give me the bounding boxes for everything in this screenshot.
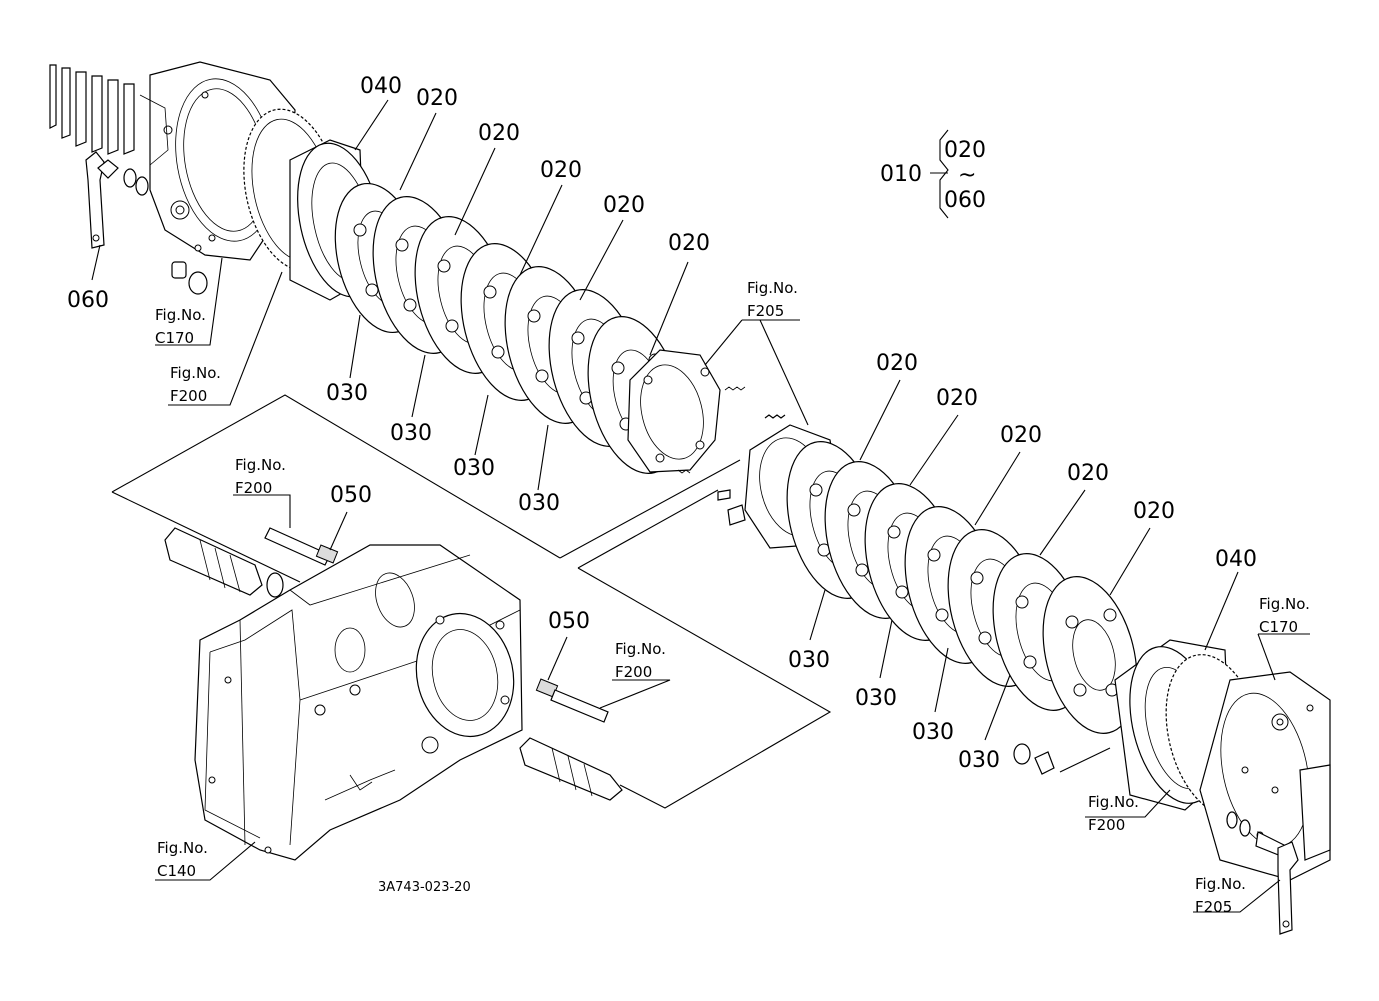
callout-050-a: 050: [330, 483, 372, 508]
svg-text:F200: F200: [170, 387, 207, 405]
lower-seal-bolt: [1013, 743, 1055, 775]
housing-seal-bolt: [171, 261, 208, 295]
assembly-range-start: 020: [944, 138, 986, 163]
callout-050-b: 050: [548, 609, 590, 634]
callout-020-u5: 020: [668, 231, 710, 256]
svg-text:Fig.No.: Fig.No.: [1088, 793, 1139, 811]
svg-text:Fig.No.: Fig.No.: [170, 364, 221, 382]
svg-text:Fig.No.: Fig.No.: [157, 839, 208, 857]
callout-030-l1: 030: [788, 648, 830, 673]
callout-030-u4: 030: [518, 491, 560, 516]
assembly-range-end: 060: [944, 188, 986, 213]
callout-020-u2: 020: [478, 121, 520, 146]
lower-disc-stack: [786, 441, 1138, 734]
svg-text:F200: F200: [1088, 816, 1125, 834]
assembly-parent: 010: [880, 162, 922, 187]
figref-f205-center: Fig.No. F205: [747, 279, 798, 320]
figref-c170-right: Fig.No. C170: [1259, 595, 1310, 636]
callout-030-l2: 030: [855, 686, 897, 711]
callout-040-upper: 040: [360, 74, 402, 99]
pin-050-upper: [264, 527, 339, 566]
callout-labels: 040 020 020 020 020 020 030 030 030 030 …: [67, 74, 1257, 773]
callout-030-l4: 030: [958, 748, 1000, 773]
callout-020-u4: 020: [603, 193, 645, 218]
svg-text:C170: C170: [1259, 618, 1298, 636]
drawing-number: 3A743-023-20: [378, 880, 471, 895]
svg-text:Fig.No.: Fig.No.: [747, 279, 798, 297]
figref-f200-left: Fig.No. F200: [170, 364, 221, 405]
figure-references: Fig.No. C170 Fig.No. F200 Fig.No. F205 F…: [155, 279, 1310, 916]
svg-text:F205: F205: [1195, 898, 1232, 916]
callout-020-l5: 020: [1133, 499, 1175, 524]
callout-030-u2: 030: [390, 421, 432, 446]
figref-f200-shaft-b: Fig.No. F200: [615, 640, 666, 681]
callout-020-l4: 020: [1067, 461, 1109, 486]
callout-020-u1: 020: [416, 86, 458, 111]
callout-030-u3: 030: [453, 456, 495, 481]
actuator-plate-upper: [627, 349, 746, 474]
shaft-right: [519, 737, 623, 801]
svg-text:Fig.No.: Fig.No.: [615, 640, 666, 658]
reference-lines: [91, 99, 1310, 913]
svg-text:Fig.No.: Fig.No.: [155, 306, 206, 324]
figref-c140: Fig.No. C140: [157, 839, 208, 880]
svg-text:F205: F205: [747, 302, 784, 320]
shaft-left: [164, 527, 284, 598]
svg-text:C140: C140: [157, 862, 196, 880]
callout-030-u1: 030: [326, 381, 368, 406]
plate-020-l4: [1042, 576, 1138, 734]
svg-text:C170: C170: [155, 329, 194, 347]
callout-020-u3: 020: [540, 158, 582, 183]
upper-disc-stack: [334, 182, 746, 474]
svg-text:Fig.No.: Fig.No.: [1259, 595, 1310, 613]
pin-050-lower: [535, 678, 609, 723]
callout-020-l1: 020: [876, 351, 918, 376]
figref-f205-right: Fig.No. F205: [1195, 875, 1246, 916]
transmission-case: [194, 544, 523, 861]
figref-c170-left: Fig.No. C170: [155, 306, 206, 347]
callout-020-l3: 020: [1000, 423, 1042, 448]
assembly-range-symbol: ~: [958, 163, 976, 188]
svg-text:Fig.No.: Fig.No.: [1195, 875, 1246, 893]
callout-040-lower: 040: [1215, 547, 1257, 572]
figref-f200-right: Fig.No. F200: [1088, 793, 1139, 834]
callout-060: 060: [67, 288, 109, 313]
svg-text:F200: F200: [235, 479, 272, 497]
callout-020-l2: 020: [936, 386, 978, 411]
figref-f200-shaft-a: Fig.No. F200: [235, 456, 286, 497]
callout-030-l3: 030: [912, 720, 954, 745]
brake-lever-060-upper: [85, 151, 149, 249]
svg-text:Fig.No.: Fig.No.: [235, 456, 286, 474]
brake-lever-lower: [1226, 811, 1299, 935]
svg-text:F200: F200: [615, 663, 652, 681]
